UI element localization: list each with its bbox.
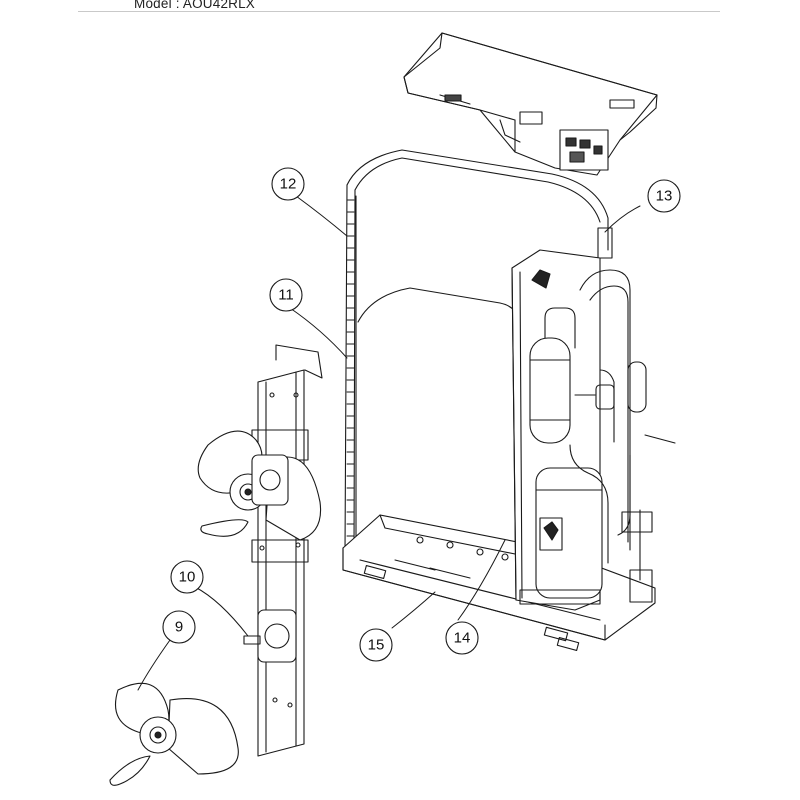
leader-lines [137,195,641,691]
model-title: Model : AOU42RLX [134,0,256,11]
callout-9: 9 [162,610,196,644]
callout-10: 10 [170,560,204,594]
callout-15: 15 [359,628,393,662]
callout-label-12: 12 [280,176,297,193]
callout-11: 11 [269,278,303,312]
motor-bracket [251,344,323,757]
callout-label-14: 14 [454,630,471,647]
heat-exchanger [344,149,613,557]
fan-motor [243,609,297,663]
callout-label-10: 10 [179,569,196,586]
callout-label-13: 13 [656,188,673,205]
callout-13: 13 [647,179,681,213]
callout-14: 14 [445,621,479,655]
fan-lower [109,682,239,786]
header-rule [78,11,720,12]
callout-label-11: 11 [278,287,294,304]
compressor-assembly [511,249,676,611]
fan-upper [197,430,322,541]
callout-label-9: 9 [175,619,183,636]
control-box [403,32,658,176]
callout-label-15: 15 [368,637,385,654]
callout-12: 12 [271,167,305,201]
